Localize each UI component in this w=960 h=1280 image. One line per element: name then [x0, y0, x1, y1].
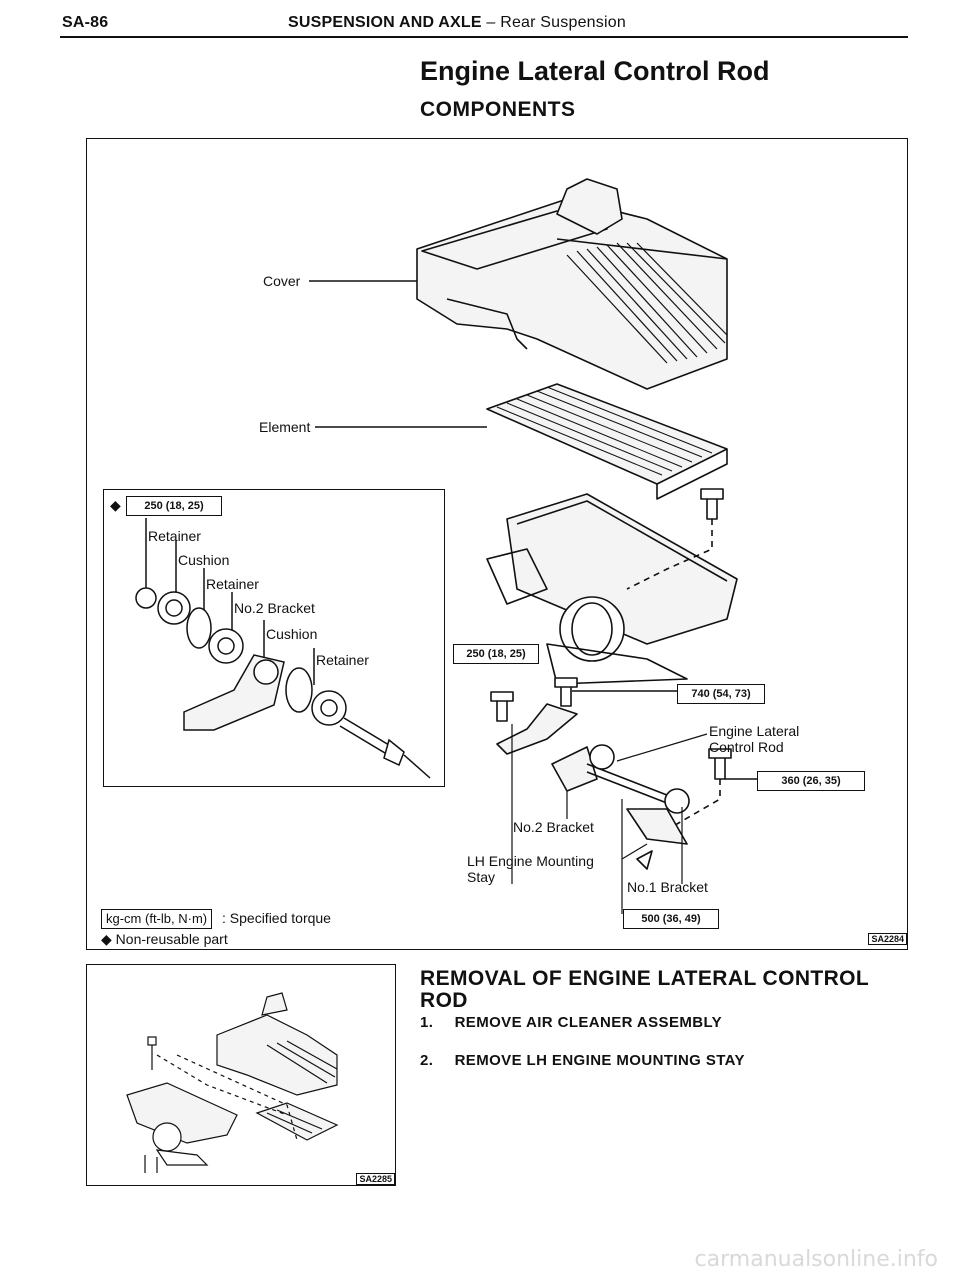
- label-cover: Cover: [263, 273, 301, 289]
- label-cushion-2: Cushion: [266, 626, 318, 642]
- nonreusable-diamond: ◆: [110, 497, 121, 513]
- header-section: SUSPENSION AND AXLE – Rear Suspension: [288, 14, 626, 32]
- subsection-name: Rear Suspension: [500, 14, 626, 31]
- step-2-text: REMOVE LH ENGINE MOUNTING STAY: [454, 1052, 745, 1069]
- step-1: 1. REMOVE AIR CLEANER ASSEMBLY: [420, 1014, 722, 1031]
- torque-legend: kg-cm (ft-lb, N·m) : Specified torque: [101, 909, 331, 929]
- label-lh-mount-line1: LH Engine Mounting: [467, 853, 594, 869]
- label-lh-mounting-stay: LH Engine Mounting Stay: [467, 853, 594, 885]
- legend-diamond: ◆: [101, 931, 112, 947]
- figure-code-main: SA2284: [868, 933, 907, 945]
- section-name: SUSPENSION AND AXLE: [288, 14, 482, 31]
- page-title: Engine Lateral Control Rod: [420, 56, 770, 86]
- nonreusable-text: Non-reusable part: [115, 931, 228, 947]
- label-lh-mount-line2: Stay: [467, 869, 496, 885]
- nonreusable-legend: ◆ Non-reusable part: [101, 931, 228, 948]
- section-separator: –: [486, 14, 496, 31]
- unit-box: kg-cm (ft-lb, N·m): [101, 909, 213, 929]
- torque-center-bolt: 740 (54, 73): [677, 684, 765, 704]
- removal-heading: REMOVAL OF ENGINE LATERAL CONTROL ROD: [420, 967, 869, 1012]
- label-retainer-2: Retainer: [206, 576, 259, 592]
- air-cleaner-illustration: [309, 178, 757, 914]
- label-engine-lateral-line1: Engine Lateral: [709, 723, 800, 739]
- torque-left-bolt: 250 (18, 25): [453, 644, 539, 664]
- step-1-text: REMOVE AIR CLEANER ASSEMBLY: [454, 1014, 723, 1031]
- label-retainer-3: Retainer: [316, 652, 369, 668]
- components-diagram: Cover Element ◆ 250 (18, 25): [86, 138, 908, 950]
- label-engine-lateral-rod: Engine Lateral Control Rod: [709, 723, 799, 755]
- watermark: carmanualsonline.info: [694, 1247, 938, 1272]
- label-cushion-1: Cushion: [178, 552, 230, 568]
- step-1-number: 1.: [420, 1014, 434, 1031]
- label-no2-bracket: No.2 Bracket: [513, 819, 594, 835]
- unit-description: : Specified torque: [222, 910, 331, 926]
- bracket-inset: ◆ 250 (18, 25): [103, 489, 445, 787]
- label-engine-lateral-line2: Control Rod: [709, 739, 784, 755]
- figure-code-removal: SA2285: [356, 1173, 395, 1185]
- torque-right-bolt: 360 (26, 35): [757, 771, 865, 791]
- page-code: SA-86: [62, 14, 109, 31]
- removal-illustration: [126, 992, 339, 1173]
- removal-figure: SA2285: [86, 964, 396, 1186]
- header-rule: [60, 36, 908, 38]
- label-no1-bracket: No.1 Bracket: [627, 879, 708, 895]
- label-element: Element: [259, 419, 311, 435]
- bracket-parts-illustration: [135, 518, 431, 779]
- torque-inset: 250 (18, 25): [126, 496, 222, 516]
- components-heading: COMPONENTS: [420, 98, 576, 121]
- label-no2-bracket-inset: No.2 Bracket: [234, 600, 315, 616]
- label-retainer-1: Retainer: [148, 528, 201, 544]
- torque-bottom-bolt: 500 (36, 49): [623, 909, 719, 929]
- step-2-number: 2.: [420, 1052, 434, 1069]
- step-2: 2. REMOVE LH ENGINE MOUNTING STAY: [420, 1052, 745, 1069]
